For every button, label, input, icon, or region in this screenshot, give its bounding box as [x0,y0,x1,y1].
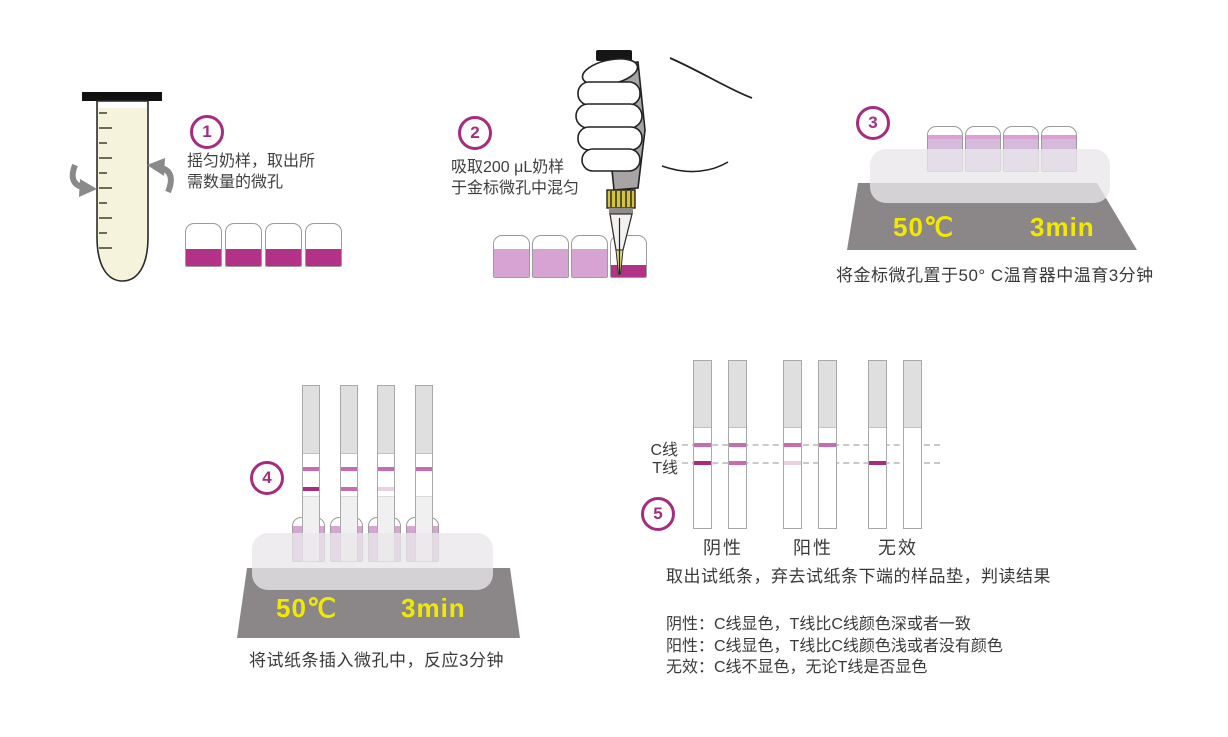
pipette-shaft [609,213,633,251]
absorbent-pad [904,361,921,428]
c-line [694,443,711,447]
t-line-guide [682,462,940,464]
gold-reagent [226,249,261,266]
step-3-number: 3 [868,113,878,132]
test-strip [903,360,922,529]
finger [581,148,641,172]
test-strip [868,360,887,529]
milk-sample [572,249,607,277]
test-strip [818,360,837,529]
finger [575,103,643,129]
c-line [378,467,394,471]
step-4-caption: 将试纸条插入微孔中，反应3分钟 [249,651,504,670]
absorbent-pad [819,361,836,428]
step-1-badge: 1 [190,115,224,149]
milk-sample [533,249,568,277]
interpretation-line-invalid: 无效：C线不显色，无论T线是否显色 [666,659,928,676]
tube-cap [82,92,162,101]
absorbent-pad [784,361,801,428]
step-1-number: 1 [202,122,212,141]
absorbent-pad [303,386,319,454]
finger [577,126,643,151]
microwell [265,223,302,267]
incubator-heat-block [252,533,493,590]
step-2-number: 2 [470,123,480,142]
step-5-number: 5 [653,504,663,523]
step-5-caption: 取出试纸条，弃去试纸条下端的样品垫，判读结果 [666,567,1051,586]
microwell [571,235,608,278]
c-line [784,443,801,447]
c-line [904,443,921,447]
microwell [532,235,569,278]
temperature-label: 50℃ [276,593,338,623]
microwell [185,223,222,267]
finger [577,81,641,106]
t-line-label: T线 [652,460,678,477]
c-line [729,443,746,447]
step-2-instruction: 吸取200 μL奶样 于金标微孔中混匀 [451,159,580,197]
t-line [869,461,886,465]
c-line [341,467,357,471]
microwell [225,223,262,267]
interpretation-block: 阴性：C线显色，T线比C线颜色深或者一致 阳性：C线显色，T线比C线颜色浅或者没… [666,614,1003,679]
t-line [378,487,394,491]
result-group-label-positive: 阳性 [793,538,833,558]
step-1-instruction: 摇匀奶样，取出所 需数量的微孔 [187,153,316,191]
duration-label: 3min [1030,212,1095,242]
microwell [305,223,342,267]
wrist-line [661,161,729,173]
interpretation-line-positive: 阳性：C线显色，T线比C线颜色浅或者没有颜色 [666,637,1003,655]
step-5-badge: 5 [641,497,675,531]
t-line [694,461,711,465]
pipette-illustration [575,50,753,275]
c-line [416,467,432,471]
gold-reagent [306,249,341,266]
microwell [493,235,530,278]
c-line-guide [682,444,940,446]
wrist-line [669,57,753,99]
interpretation-line-negative: 阴性：C线显色，T线比C线颜色深或者一致 [666,616,971,633]
test-strip [783,360,802,529]
absorbent-pad [869,361,886,428]
step-3-badge: 3 [856,106,890,140]
c-line [819,443,836,447]
test-strip [693,360,712,529]
temperature-label: 50℃ [893,212,955,242]
pipette-collar [609,208,633,214]
step-2-badge: 2 [458,116,492,150]
step-4-number: 4 [262,468,272,487]
absorbent-pad [378,386,394,454]
t-line [416,487,432,491]
t-line [303,487,319,491]
shake-arrow-left-icon [69,163,97,197]
absorbent-pad [694,361,711,428]
t-line [904,461,921,465]
step-4-badge: 4 [250,461,284,495]
result-group-label-negative: 阴性 [703,538,743,558]
gold-reagent [266,249,301,266]
test-strip [728,360,747,529]
t-line [729,461,746,465]
c-line-label: C线 [650,442,678,459]
shake-arrow-right-icon [147,158,174,194]
incubator-heat-block [870,149,1110,203]
tube-body [96,100,149,282]
c-line [303,467,319,471]
sample-tube-illustration [69,92,174,282]
duration-label: 3min [401,593,466,623]
t-line [819,461,836,465]
t-line [784,461,801,465]
tube-graduations [99,112,112,249]
absorbent-pad [416,386,432,454]
gold-reagent [186,249,221,266]
milk-sample [494,249,529,277]
t-line [341,487,357,491]
absorbent-pad [729,361,746,428]
result-group-label-invalid: 无效 [878,538,918,558]
c-line [869,443,886,447]
absorbent-pad [341,386,357,454]
step-3-caption: 将金标微孔置于50° C温育器中温育3分钟 [836,266,1154,285]
